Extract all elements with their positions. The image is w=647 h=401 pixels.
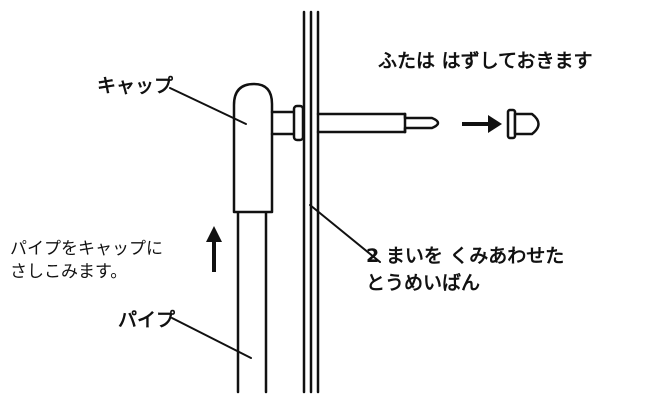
board-leader-line <box>309 204 381 263</box>
board-label-line2: とうめいばん <box>366 272 481 294</box>
pipe-insert-note-line1: パイプをキャップに <box>10 239 163 259</box>
horizontal-tube <box>316 112 440 134</box>
pipe-label: パイプ <box>118 309 176 331</box>
leader-lines <box>169 87 381 359</box>
lid-icon <box>506 108 540 140</box>
pipe <box>236 210 268 394</box>
cap-leader-line <box>169 87 247 125</box>
pipe-leader-line <box>171 317 252 359</box>
lid-removal-note: ふたは はずしておきます <box>378 50 593 72</box>
right-arrow-icon <box>462 115 502 133</box>
pipe-insert-note-line2: さしこみます。 <box>10 262 128 282</box>
cap <box>232 82 305 214</box>
board-label-line1: 2 まいを くみあわせた <box>366 245 565 267</box>
up-arrow-icon <box>206 226 222 272</box>
cap-label: キャップ <box>97 75 174 97</box>
transparent-board <box>302 10 320 394</box>
